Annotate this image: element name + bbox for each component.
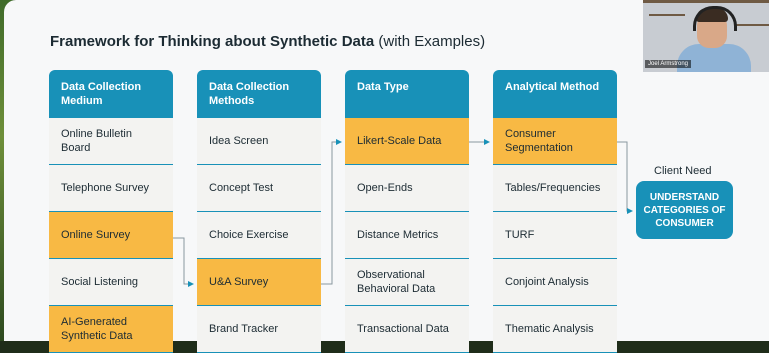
column-header: Data Collection Medium [49, 70, 173, 118]
column-cell: Online Bulletin Board [49, 118, 173, 165]
arrow-ua-survey-to-likert [321, 139, 342, 285]
column-cell: Tables/Frequencies [493, 165, 617, 212]
connector-arrows [173, 139, 633, 287]
participant-name-tag: Joel Armstrong [645, 60, 692, 68]
client-need-label: Client Need [654, 165, 712, 177]
column-header: Data Type [345, 70, 469, 118]
column-header: Data Collection Methods [197, 70, 321, 118]
slide-title-suffix: (with Examples) [378, 33, 486, 50]
slide-title-main: Framework for Thinking about Synthetic D… [50, 33, 375, 50]
column-cell-highlighted: Online Survey [49, 212, 173, 259]
column-header: Analytical Method [493, 70, 617, 118]
column-cell: Idea Screen [197, 118, 321, 165]
column-cell: Conjoint Analysis [493, 259, 617, 306]
column-cell: Concept Test [197, 165, 321, 212]
column-cell-highlighted: Consumer Segmentation [493, 118, 617, 165]
column-analytical-method: Analytical Method Consumer Segmentation … [493, 70, 617, 353]
column-cell: Telephone Survey [49, 165, 173, 212]
column-cell: Choice Exercise [197, 212, 321, 259]
arrow-online-survey-to-ua-survey [173, 237, 194, 287]
bookshelf [643, 0, 769, 3]
client-need-box: UNDERSTAND CATEGORIES OF CONSUMER [636, 181, 733, 239]
column-data-collection-medium: Data Collection Medium Online Bulletin B… [49, 70, 173, 353]
bookshelf [735, 24, 769, 26]
arrow-segmentation-to-client-need [617, 141, 633, 214]
column-cell: TURF [493, 212, 617, 259]
column-cell: Distance Metrics [345, 212, 469, 259]
headphones-icon [693, 6, 737, 31]
column-cell: Social Listening [49, 259, 173, 306]
bookshelf [649, 14, 685, 16]
column-cell-highlighted: U&A Survey [197, 259, 321, 306]
column-cell: Observational Behavioral Data [345, 259, 469, 306]
webcam-video-tile[interactable]: Joel Armstrong [643, 0, 769, 72]
column-cell-highlighted: Likert-Scale Data [345, 118, 469, 165]
column-cell: Open-Ends [345, 165, 469, 212]
slide-title: Framework for Thinking about Synthetic D… [50, 33, 485, 50]
